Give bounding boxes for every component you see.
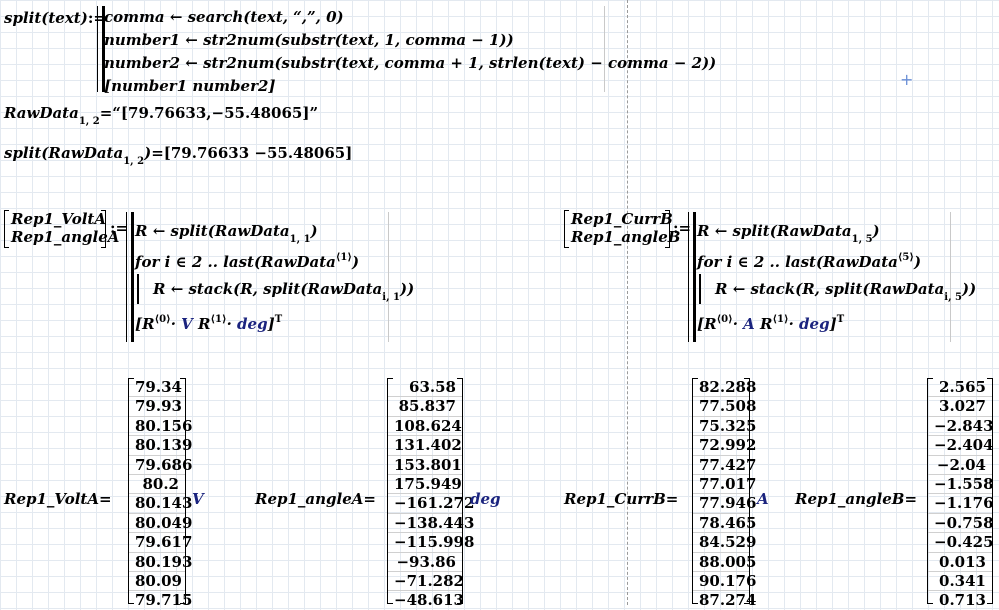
program-b[interactable]: R ← split(RawData1, 5) for i ∈ 2 .. last… [697,216,976,336]
matrix-cell: 84.529 [693,532,756,551]
matrix-cell: 79.93 [129,396,185,415]
matrix-cell: −71.282 [388,570,464,590]
assign-a: := [110,219,129,237]
matrix-cell: 79.617 [129,532,192,551]
matrix-cell: −2.843 [928,415,994,435]
matrix-cell: 108.624 [388,415,462,435]
prog-b-line-4: [R⟨0⟩· A R⟨1⟩· deg]T [697,314,845,333]
program-end-line-a [388,212,389,342]
split-line-3: number2 ← str2num(substr(text, comma + 1… [104,54,717,72]
page-separator [627,0,628,605]
matrix-cell: 82.288 [699,378,757,396]
lhs-b-top: Rep1_CurrB [571,210,673,228]
matrix-cell: −1.176 [928,493,994,512]
matrix-cell: −93.86 [388,551,462,571]
split-line-1: comma ← search(text, “,”, 0) [104,8,344,26]
volt-label[interactable]: Rep1_VoltA= [4,490,112,508]
lhs-b-bottom: Rep1_angleB [571,228,681,246]
prog-a-line-4: [R⟨0⟩· V R⟨1⟩· deg]T [135,314,283,333]
angleA-label[interactable]: Rep1_angleA= [255,490,376,508]
prog-b-line-2: for i ∈ 2 .. last(RawData⟨5⟩) [697,252,922,271]
matrix-cell: 90.176 [693,570,756,590]
prog-a-line-3: R ← stack(R, split(RawDatai, 1)) [137,274,414,304]
matrix-cell: 80.193 [129,551,192,571]
matrix-cell: 72.992 [693,435,756,454]
matrix-cell: 175.949 [388,473,462,493]
program-end-line-b [950,212,951,342]
angleA-unit: deg [470,490,501,508]
matrix-cell: 80.2 [129,473,185,493]
assign-b: := [673,219,692,237]
matrix-cell: 87.274 [693,590,756,609]
matrix-cell: 77.017 [693,473,756,493]
cursor-crosshair-icon: + [900,70,914,89]
angleB-label[interactable]: Rep1_angleB= [795,490,918,508]
matrix-cell: 63.58 [409,378,456,396]
matrix-cell: 80.139 [129,435,192,454]
matrix-cell: 77.946 [693,493,756,512]
rawdata-def[interactable]: RawData1, 2=“[79.76633,−55.48065]” [4,104,319,127]
prog-a-line-1: R ← split(RawData1, 1) [135,222,318,245]
matrix-cell: 153.801 [388,454,462,474]
matrix-cell: 77.508 [693,396,756,415]
matrix-cell: 0.341 [928,570,992,590]
matrix-cell: 75.325 [693,415,756,435]
lhs-vector-b[interactable]: Rep1_CurrB Rep1_angleB [564,210,681,248]
program-bar-a [126,212,131,342]
matrix-cell: 2.565 [939,378,986,396]
split-line-2: number1 ← str2num(substr(text, 1, comma … [104,31,514,49]
program-bar [97,6,102,92]
volt-unit: V [192,490,204,508]
matrix-cell: −1.558 [928,473,994,493]
matrix-cell: 80.156 [129,415,192,435]
matrix-cell: 79.715 [129,590,192,609]
matrix-cell: 0.013 [928,551,992,571]
program-bar-b [688,212,693,342]
matrix-cell: 78.465 [693,512,756,532]
matrix-cell: 77.427 [693,454,756,474]
matrix-cell: −2.404 [928,435,994,454]
matrix-cell: 79.34 [135,378,182,396]
split-program[interactable]: comma ← search(text, “,”, 0) number1 ← s… [104,6,716,98]
prog-a-line-2: for i ∈ 2 .. last(RawData⟨1⟩) [135,252,360,271]
curr-unit: A [757,490,769,508]
prog-b-line-3: R ← stack(R, split(RawDatai, 5)) [699,274,976,304]
split-def-lhs[interactable]: split(text):= [4,9,106,27]
matrix-cell: 0.713 [928,590,992,609]
matrix-cell: −48.613 [388,590,464,609]
matrix-cell: 131.402 [388,435,462,454]
lhs-vector-a[interactable]: Rep1_VoltA Rep1_angleA [4,210,120,248]
matrix-cell: 88.005 [693,551,756,571]
matrix-cell: 85.837 [388,396,462,415]
matrix-cell: 80.09 [129,570,185,590]
lhs-a-bottom: Rep1_angleA [11,228,120,246]
matrix-cell: 3.027 [928,396,992,415]
prog-b-line-1: R ← split(RawData1, 5) [697,222,880,245]
matrix-cell: −0.425 [928,532,994,551]
matrix-cell: 79.686 [129,454,192,474]
matrix-cell: −138.443 [388,512,474,532]
lhs-a-top: Rep1_VoltA [11,210,106,228]
matrix-cell: −161.272 [388,493,474,512]
program-end-line [604,6,605,92]
matrix-cell: −115.998 [388,532,474,551]
matrix-cell: −2.04 [928,454,992,474]
matrix-cell: 80.049 [129,512,192,532]
curr-label[interactable]: Rep1_CurrB= [564,490,679,508]
matrix-cell: 80.143 [129,493,192,512]
program-a[interactable]: R ← split(RawData1, 1) for i ∈ 2 .. last… [135,216,414,336]
split-eval[interactable]: split(RawData1, 2)=[79.76633 −55.48065] [4,144,353,167]
split-line-4: [number1 number2] [104,77,276,95]
matrix-cell: −0.758 [928,512,994,532]
